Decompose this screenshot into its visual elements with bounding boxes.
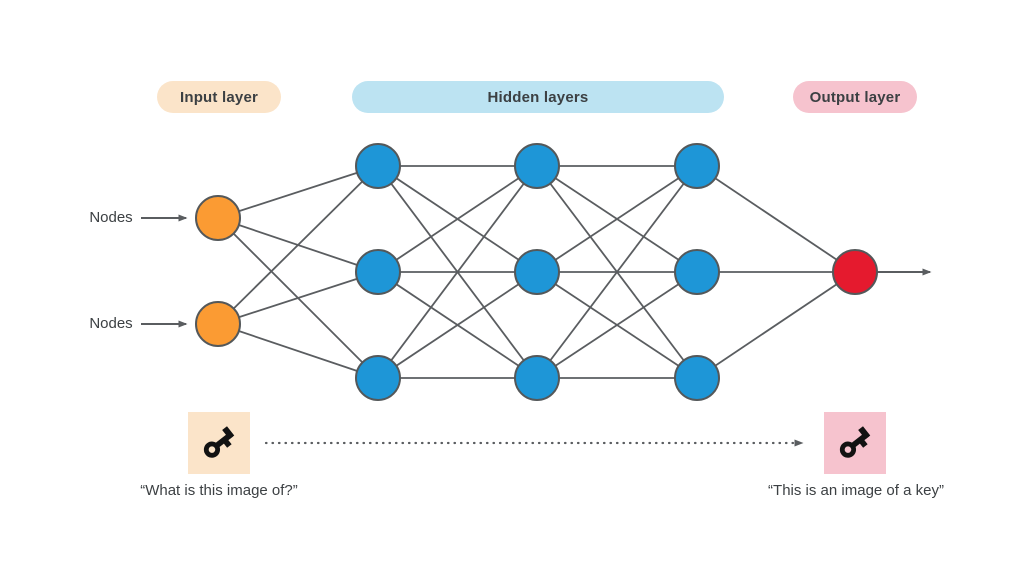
edges-layer (217, 165, 856, 379)
input-node (195, 195, 241, 241)
key-icon (839, 426, 871, 458)
edge-hidden-3-to-output (696, 165, 856, 273)
hidden-node (514, 143, 560, 189)
output-node (832, 249, 878, 295)
edge-hidden-1-to-hidden-2 (377, 271, 538, 379)
input-layer-pill: Input layer (157, 81, 281, 113)
hidden-node (674, 249, 720, 295)
hidden-node (674, 355, 720, 401)
input-layer-label: Input layer (179, 88, 259, 106)
hidden-node (355, 143, 401, 189)
edge-hidden-1-to-hidden-2 (377, 165, 538, 379)
edge-hidden-2-to-hidden-3 (536, 271, 698, 379)
hidden-layers-label: Hidden layers (487, 88, 589, 106)
edge-input-to-hidden-1 (217, 271, 379, 325)
key-icon (203, 426, 235, 458)
edge-hidden-2-to-hidden-3 (536, 165, 698, 273)
hidden-layers-pill: Hidden layers (352, 81, 724, 113)
hidden-node (674, 143, 720, 189)
edge-input-to-hidden-1 (217, 323, 379, 379)
output-image-tile (824, 412, 886, 474)
hidden-node (355, 249, 401, 295)
edge-input-to-hidden-1 (217, 165, 379, 219)
input-image-tile (188, 412, 250, 474)
hidden-node (355, 355, 401, 401)
hidden-node (514, 249, 560, 295)
nodes-layer (195, 143, 878, 401)
edge-input-to-hidden-1 (217, 165, 379, 325)
hidden-node (514, 355, 560, 401)
edge-hidden-1-to-hidden-2 (377, 165, 538, 273)
answer-caption: “This is an image of a key” (768, 482, 944, 499)
output-layer-label: Output layer (809, 88, 901, 106)
nodes-annotation-bottom: Nodes (89, 315, 133, 332)
arrows-layer (141, 214, 932, 447)
edge-hidden-3-to-output (696, 271, 856, 379)
question-caption: “What is this image of?” (140, 482, 298, 499)
output-layer-pill: Output layer (793, 81, 917, 113)
input-node (195, 301, 241, 347)
edge-hidden-2-to-hidden-3 (536, 165, 698, 379)
nodes-annotation-top: Nodes (89, 209, 133, 226)
